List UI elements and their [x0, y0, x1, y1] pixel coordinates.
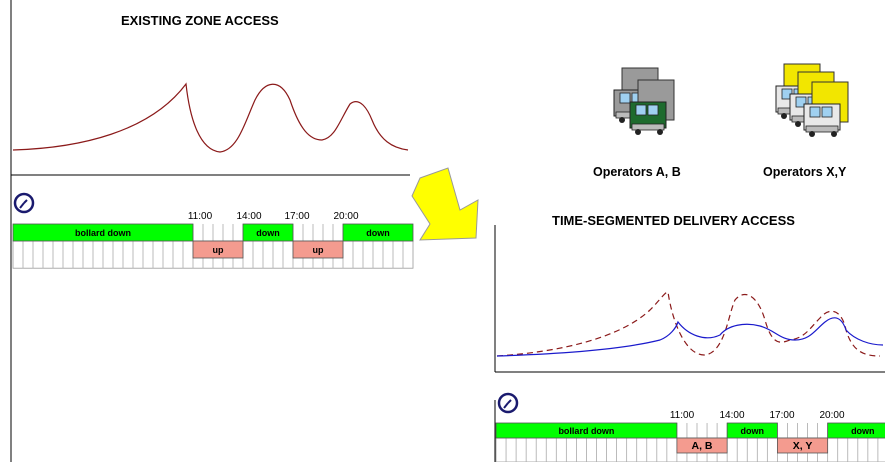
truck-bumper	[805, 125, 839, 133]
truck-window	[635, 104, 647, 116]
operator-label-xy: Operators X,Y	[763, 165, 847, 179]
timeline-time-label: 17:00	[769, 410, 794, 421]
timeline-segment	[192, 240, 244, 259]
truck-window	[619, 92, 631, 104]
truck-window	[795, 96, 807, 108]
timeline-time-label: 14:00	[236, 211, 261, 222]
timeline-segment	[12, 223, 194, 242]
truck-wheel	[809, 131, 815, 137]
clock-icon	[497, 392, 519, 414]
truck-window	[821, 106, 833, 118]
existing-curve-dashed	[496, 291, 881, 357]
timeline-segment-label: down	[851, 426, 875, 436]
timeline-segment-label: down	[366, 228, 390, 238]
timeline-segment-label: bollard down	[75, 228, 131, 238]
timeline-segment	[676, 437, 728, 454]
timeline-segment-label: X, Y	[793, 440, 813, 452]
timeline-time-label: 11:00	[188, 211, 213, 222]
operator-label-ab: Operators A, B	[593, 165, 681, 179]
truck-bumper	[631, 123, 665, 131]
timeline-time-label: 14:00	[719, 410, 744, 421]
timeline-segment-label: up	[313, 245, 324, 255]
timeline-time-label: 17:00	[284, 211, 309, 222]
timeline-time-label: 11:00	[670, 410, 695, 421]
truck-window	[809, 106, 821, 118]
truck-window	[647, 104, 659, 116]
timeline-time-label: 20:00	[819, 410, 844, 421]
timeline-segment-label: down	[741, 426, 765, 436]
timeline-segment	[777, 437, 829, 454]
truck-wheel	[781, 113, 787, 119]
existing-title: EXISTING ZONE ACCESS	[121, 13, 279, 28]
existing-demand-curve	[12, 82, 409, 153]
truck-wheel	[635, 129, 641, 135]
transition-arrow-icon	[411, 167, 479, 241]
timeline-segment-label: A, B	[692, 440, 713, 452]
timeline-segment	[827, 422, 885, 439]
truck-icon	[803, 81, 849, 137]
timeline-segment-label: up	[213, 245, 224, 255]
timeline-segment	[242, 223, 294, 242]
timeline-segment	[495, 422, 678, 439]
timeline-segment-label: bollard down	[558, 426, 614, 436]
truck-group-xy-icon	[775, 63, 849, 137]
truck-group-ab-icon	[613, 67, 675, 135]
timeline-segment	[726, 422, 778, 439]
existing-timeline: bollard down up down up down 11:00 14:00 17:00 2…	[12, 211, 414, 269]
proposed-timeline: bollard down A, B down X, Y down 11:00 14:00 17…	[495, 410, 885, 462]
truck-wheel	[657, 129, 663, 135]
smoothed-demand-curve	[496, 317, 884, 357]
truck-wheel	[795, 121, 801, 127]
timeline-segment	[292, 240, 344, 259]
timeline-segment	[342, 223, 414, 242]
truck-wheel	[831, 131, 837, 137]
truck-wheel	[619, 117, 625, 123]
timeline-time-label: 20:00	[333, 211, 358, 222]
proposed-title: TIME-SEGMENTED DELIVERY ACCESS	[552, 213, 795, 228]
truck-icon	[629, 79, 675, 135]
timeline-segment-label: down	[256, 228, 280, 238]
clock-icon	[13, 192, 35, 214]
